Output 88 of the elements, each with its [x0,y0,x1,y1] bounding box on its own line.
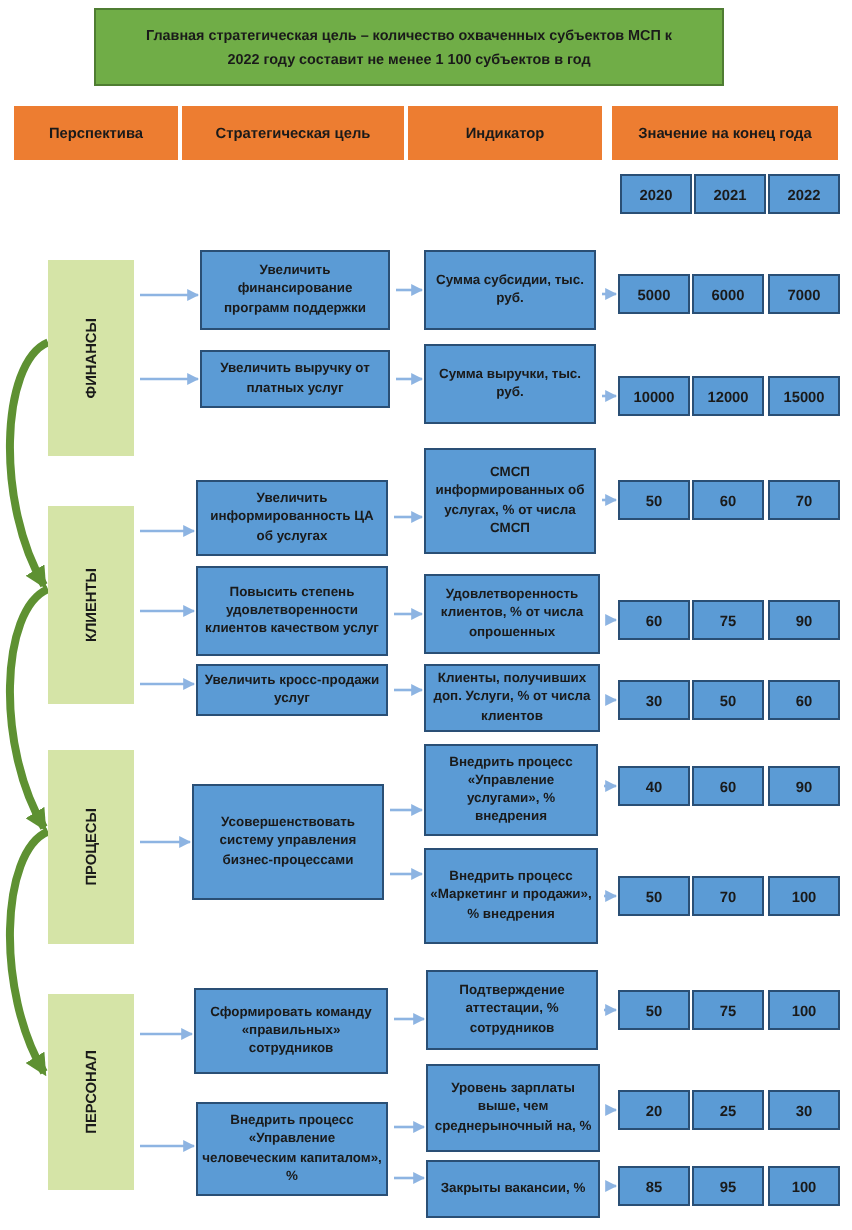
indicator-box [424,744,598,836]
header-bar [408,106,602,160]
value-box [692,600,764,640]
header-bar [14,106,178,160]
value-box [768,480,840,520]
value-box [692,876,764,916]
arrow [394,1172,426,1184]
value-box [768,876,840,916]
indicator-box [426,1160,600,1218]
value-box [692,680,764,720]
arrow [390,868,424,880]
arrow [605,1180,618,1192]
arrow [394,608,424,620]
value-box [692,274,764,314]
arrow [396,373,424,385]
perspective-box [48,750,134,944]
year-box [620,174,692,214]
arrow [140,373,200,385]
year-box [694,174,766,214]
goal-box [194,988,388,1074]
curved-arrow [6,828,51,1077]
indicator-box [424,574,600,654]
arrow [140,605,196,617]
year-box [768,174,840,214]
arrow [394,1121,426,1133]
value-box [768,376,840,416]
value-box [618,1090,690,1130]
indicator-box [424,848,598,944]
arrow [394,684,424,696]
arrow [396,284,424,296]
arrow [140,289,200,301]
indicator-box [424,250,596,330]
value-box [692,480,764,520]
arrow [140,1028,194,1040]
indicator-box [426,1064,600,1152]
curved-arrow [6,339,51,590]
arrow [604,780,618,792]
value-box [692,766,764,806]
arrow [140,525,196,537]
perspective-box [48,994,134,1190]
header-bar [182,106,404,160]
value-box [768,990,840,1030]
arrow [604,890,618,902]
value-box [618,274,690,314]
arrow [394,1013,426,1025]
value-box [618,1166,690,1206]
arrow [140,678,196,690]
value-box [692,1090,764,1130]
header-bar [612,106,838,160]
arrow [604,1004,618,1016]
curved-arrow [6,585,51,832]
arrow [140,836,192,848]
value-box [618,480,690,520]
value-box [618,680,690,720]
arrow [140,1140,196,1152]
value-box [768,1090,840,1130]
arrow [602,494,618,506]
goal-box [200,350,390,408]
arrow [605,694,618,706]
arrow [602,288,618,300]
goal-box [192,784,384,900]
value-box [768,766,840,806]
goal-banner [94,8,724,86]
indicator-box [426,970,598,1050]
indicator-box [424,344,596,424]
value-box [692,1166,764,1206]
value-box [618,376,690,416]
value-box [692,990,764,1030]
value-box [768,680,840,720]
value-box [768,600,840,640]
arrow [390,804,424,816]
arrow [394,511,424,523]
arrow [605,1104,618,1116]
goal-box [196,480,388,556]
value-box [618,600,690,640]
perspective-box [48,506,134,704]
arrow [605,614,618,626]
value-box [768,274,840,314]
goal-box [200,250,390,330]
indicator-box [424,448,596,554]
value-box [618,766,690,806]
goal-box [196,566,388,656]
perspective-box [48,260,134,456]
value-box [618,990,690,1030]
value-box [692,376,764,416]
arrow [602,390,618,402]
value-box [768,1166,840,1206]
value-box [618,876,690,916]
